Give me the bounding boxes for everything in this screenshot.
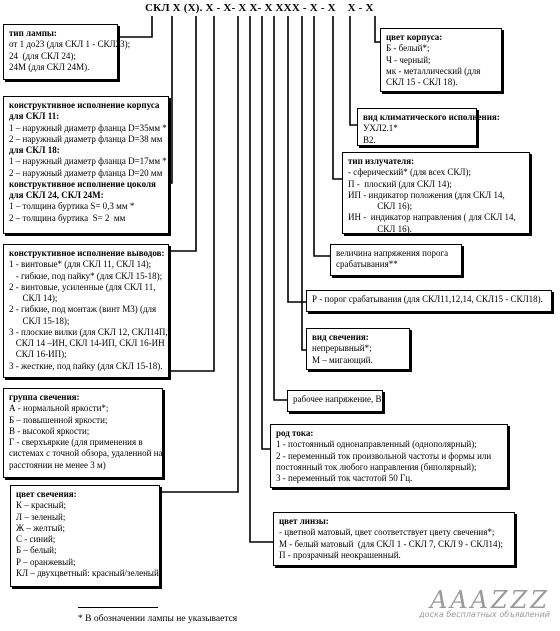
lamp-type-line: от 1 до23 (для СКЛ 1 - СКЛ23);	[9, 39, 131, 50]
glow-type-line: непрерывный*;	[312, 343, 372, 354]
emitter-box: тип излучателя:- сферический* (для всех …	[342, 152, 530, 234]
construction-line: 1 – наружный диаметр фланца D=17мм *	[9, 156, 167, 167]
body-color-line: мк - металлический (для	[386, 65, 481, 76]
watermark: AAAZZZ доска бесплатных объявлений	[419, 586, 550, 619]
construction-line: 2 – наружный диаметр фланца D=38 мм	[9, 133, 163, 144]
lamp-type-line: 24М (для СКЛ 24М).	[9, 61, 90, 72]
threshold-box: Р - порог срабатывания (для СКЛ11,12,14,…	[306, 290, 552, 312]
brightness-line: расстоянии не менее 3 м)	[9, 459, 106, 470]
lamp-type-box: тип лампы:от 1 до23 (для СКЛ 1 - СКЛ23);…	[3, 24, 131, 80]
watermark-logo: AAAZZZ	[429, 586, 550, 614]
emitter-line: тип излучателя:	[348, 156, 415, 166]
leads-line: - гибкие, под пайку* (для СКЛ 15-18);	[9, 270, 163, 281]
emitter-line: СКЛ 16);	[348, 201, 413, 211]
current-line: род тока:	[276, 428, 314, 438]
leads-line: 2 - винтовые, усиленные (для СКЛ 11,	[9, 281, 156, 292]
climate-box: вид климатического исполнения:УХЛ2.1*В2.	[357, 108, 500, 146]
construction-line: конструктивное исполнение цоколя	[9, 178, 156, 189]
construction-line: для СКЛ 18:	[9, 145, 60, 155]
construction-line: конструктивное исполнение корпуса	[9, 100, 160, 110]
current-line: 2 - переменный ток произвольной частоты …	[276, 450, 492, 461]
leads-box: конструктивное исполнение выводов:1 - ви…	[3, 244, 169, 378]
glow-color-line: Б – белый;	[16, 545, 57, 556]
emitter-line: П - плоский (для СКЛ 14);	[348, 178, 452, 189]
lens-color-line: - цветной матовый, цвет соответствует цв…	[279, 527, 495, 538]
footnote-rule	[78, 607, 158, 608]
body-color-line: Ч - черный;	[386, 54, 431, 65]
glow-color-line: Ж – желтый;	[16, 522, 65, 533]
designation-code: СКЛ Х (Х). Х - Х- Х Х- Х ХХХ - Х - Х Х -…	[145, 2, 374, 14]
glow-type-box: вид свечения:непрерывный*;М – мигающий.	[306, 328, 410, 370]
emitter-line: ИН - индикатор направления ( для СКЛ 14,	[348, 212, 516, 223]
leads-line: 1 - винтовые* (для СКЛ 11, СКЛ 14);	[9, 259, 152, 270]
leads-line: СКЛ 14 –ИН, СКЛ 14-ИП, СКЛ 16-ИН	[9, 338, 165, 348]
lamp-type-line: тип лампы:	[9, 28, 57, 38]
lens-color-line: П - прозрачный неокрашенный.	[279, 549, 401, 560]
body-color-line: цвет корпуса:	[386, 32, 443, 42]
glow-color-line: цвет свечения:	[16, 489, 77, 499]
construction-line: 2 – наружный диаметр фланца D=20 мм	[9, 167, 163, 178]
lens-color-box: цвет линзы:- цветной матовый, цвет соотв…	[273, 512, 515, 566]
current-line: 1 - постоянный однонаправленный (однопол…	[276, 439, 477, 450]
leads-line: СКЛ 14);	[9, 293, 58, 303]
glow-color-line: КЛ – двухцветный: красный/зеленый	[16, 567, 159, 578]
brightness-line: системах с точной обзора, удаленной на	[9, 448, 163, 459]
body-color-box: цвет корпуса:Б - белый*;Ч - черный;мк - …	[380, 28, 502, 92]
leads-line: СКЛ 15-18);	[9, 315, 70, 326]
lens-color-line: М - белый матовый (для СКЛ 1 - СКЛ 7, СК…	[279, 538, 504, 549]
body-color-line: Б - белый*;	[386, 43, 430, 54]
brightness-line: группа свечения:	[9, 392, 80, 402]
brightness-line: Г - сверхъяркие (для применения в	[9, 437, 143, 447]
lamp-type-line: 24 (для СКЛ 24);	[9, 50, 76, 61]
construction-line: для СКЛ 11:	[9, 111, 60, 122]
leads-line: конструктивное исполнение выводов:	[9, 248, 165, 258]
glow-color-line: Р – оранжевый;	[16, 556, 76, 567]
brightness-line: Б – повышенной яркости;	[9, 414, 108, 425]
voltage-box: рабочее напряжение, В	[287, 390, 383, 412]
body-color-line: СКЛ 15 - СКЛ 18).	[386, 77, 458, 87]
climate-line: В2.	[363, 134, 376, 145]
glow-color-line: Л – зеленый;	[16, 511, 66, 522]
brightness-line: А - нормальной яркости*;	[9, 403, 109, 414]
current-line: постоянный ток любого направления (бипол…	[276, 461, 477, 472]
leads-line: 3 - жесткие, под пайку (для СКЛ 15-18).	[9, 360, 163, 371]
glow-color-box: цвет свечения:К – красный;Л – зеленый;Ж …	[10, 485, 160, 587]
current-box: род тока:1 - постоянный однонаправленный…	[270, 424, 508, 488]
construction-line: 2 – толщина буртика S= 2 мм	[9, 212, 126, 223]
glow-color-line: К – красный;	[16, 500, 67, 511]
brightness-box: группа свечения:А - нормальной яркости*;…	[3, 388, 163, 478]
footnote: * В обозначении лампы не указывается	[78, 614, 238, 624]
brightness-line: В - высокой яркости;	[9, 425, 90, 436]
leads-line: СКЛ 16-ИП);	[9, 349, 67, 360]
threshold-voltage-line: срабатывания**	[336, 259, 398, 270]
lens-color-line: цвет линзы:	[279, 516, 329, 526]
emitter-line: ИП - индикатор положения (для СКЛ 14,	[348, 189, 505, 200]
construction-line: 1 – толщина буртика S= 0,3 мм *	[9, 201, 135, 212]
voltage-line: рабочее напряжение, В	[293, 394, 382, 404]
leads-line: 2 - гибкие, под монтаж (винт М3) (для	[9, 304, 157, 315]
glow-type-line: М – мигающий.	[312, 354, 373, 365]
construction-line: для СКЛ 24, СКЛ 24М:	[9, 190, 104, 200]
construction-line: 1 – наружный диаметр фланца D=35мм *	[9, 122, 167, 133]
threshold-line: Р - порог срабатывания (для СКЛ11,12,14,…	[312, 294, 543, 304]
current-line: 3 - переменный ток частотой 50 Гц.	[276, 473, 413, 483]
glow-type-line: вид свечения:	[312, 332, 369, 342]
climate-line: УХЛ2.1*	[363, 123, 398, 134]
leads-line: 3 - плоские вилки (для СКЛ 12, СКЛ14П,	[9, 326, 168, 337]
watermark-caption: доска бесплатных объявлений	[419, 610, 550, 619]
emitter-line: - сферический* (для всех СКЛ);	[348, 167, 471, 178]
threshold-voltage-line: величина напряжения порога	[336, 248, 449, 258]
glow-color-line: С - синий;	[16, 534, 56, 544]
emitter-line: СКЛ 16).	[348, 223, 412, 234]
climate-line: вид климатического исполнения:	[363, 112, 500, 122]
